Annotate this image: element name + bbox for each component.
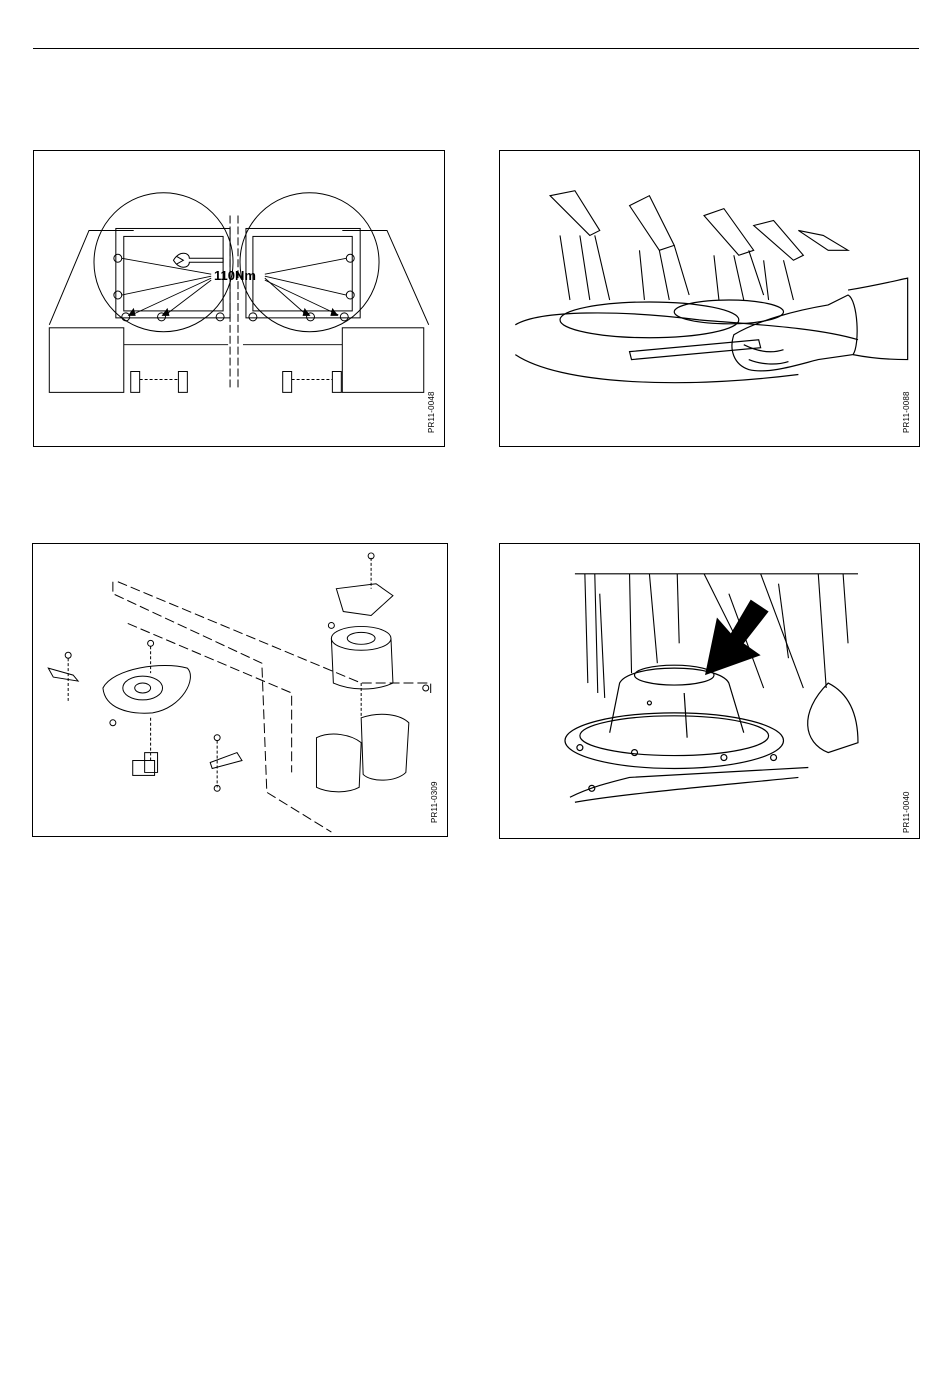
figure-code: PR11-0040	[902, 791, 911, 833]
exploded-disc-assembly	[33, 544, 447, 836]
figure-code: PR11-0088	[902, 391, 911, 433]
figure-gearbox-torque: 110Nm PR11-0048	[33, 150, 445, 447]
hand-spanner-illustration	[500, 151, 919, 446]
figure-code: PR11-0309	[430, 781, 439, 823]
figure-exploded-view: PR11-0309	[32, 543, 448, 837]
wrench-icon	[173, 253, 223, 267]
header-rule	[33, 48, 919, 49]
torque-label: 110Nm	[214, 268, 256, 283]
gearbox-bolt-diagram	[34, 151, 444, 446]
figure-hand-tightening: PR11-0088	[499, 150, 920, 447]
figure-hub-arrow: PR11-0040	[499, 543, 920, 839]
figure-code: PR11-0048	[427, 391, 436, 433]
arrow-icon	[705, 600, 769, 675]
hub-illustration	[500, 544, 919, 838]
